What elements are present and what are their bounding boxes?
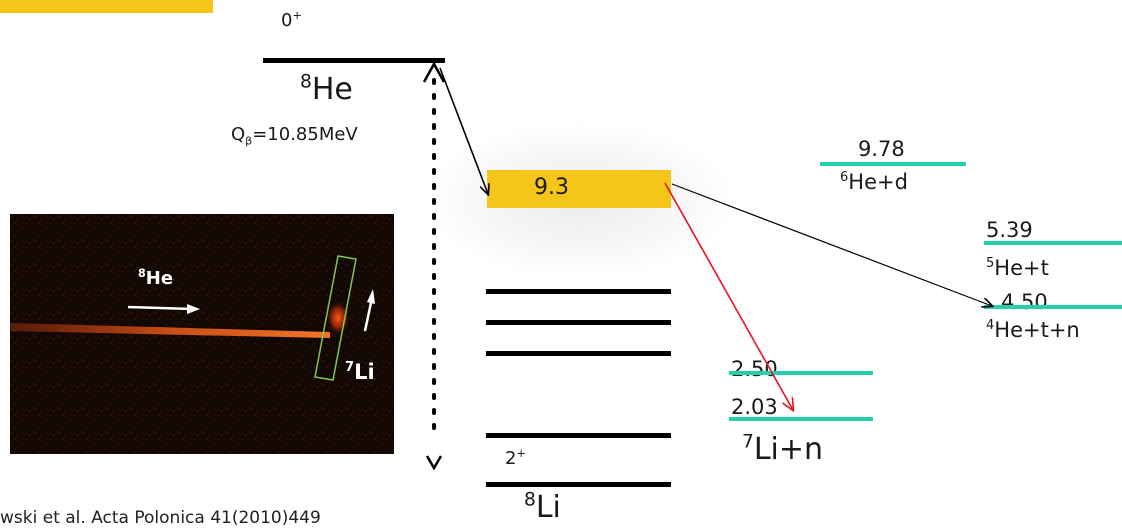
li8-level-2 — [486, 320, 671, 325]
decay-arrow-to-li7n — [664, 182, 793, 410]
beam-track — [10, 323, 330, 338]
threshold-li7n-upper-line — [729, 371, 873, 375]
dotted-line-top-chevron — [422, 61, 446, 83]
state-band-label: 9.3 — [534, 175, 569, 200]
threshold-li7n-label: 7Li+n — [742, 431, 824, 467]
li8-ground-spin-label: 2+ — [505, 447, 526, 469]
reaction-spot — [327, 302, 349, 334]
threshold-he5t-line — [984, 241, 1122, 245]
detector-track-image: 8He 7Li — [10, 214, 394, 454]
reference-citation: wski et al. Acta Polonica 41(2010)449 — [0, 508, 321, 528]
li8-level-3 — [486, 351, 671, 356]
daughter-nucleus-label: 8Li — [524, 489, 561, 525]
threshold-he6d-line — [820, 162, 966, 166]
li8-level-1 — [486, 289, 671, 294]
parent-nucleus-label: 8He — [300, 71, 353, 107]
threshold-li7n-lower-line — [729, 417, 873, 421]
threshold-he4tn-label: 4He+t+n — [986, 317, 1080, 342]
product-direction-arrow — [363, 297, 374, 332]
threshold-he6d-energy: 9.78 — [858, 137, 905, 161]
parent-level-line — [263, 58, 445, 63]
dotted-line-bottom-chevron — [425, 455, 443, 471]
beam-arrow-head — [187, 304, 200, 314]
beta-decay-arrow — [439, 67, 488, 194]
threshold-li7n-energy-lower: 2.03 — [731, 395, 778, 419]
photo-product-label: 7Li — [345, 359, 375, 384]
track-image-svg — [10, 214, 394, 454]
parent-spin-label: 0+ — [281, 9, 302, 31]
threshold-he4tn-energy: 4.50 — [1001, 290, 1048, 314]
selection-box — [314, 255, 357, 381]
threshold-he6d-label: 6He+d — [840, 169, 908, 194]
threshold-he4tn-line — [984, 305, 1122, 309]
product-arrow-head — [367, 289, 375, 304]
li8-level-4 — [486, 433, 671, 438]
beam-direction-arrow — [127, 305, 193, 311]
q-beta-label: Qβ=10.85MeV — [231, 124, 358, 148]
photo-beam-label: 8He — [138, 267, 174, 289]
top-highlight-bar — [0, 0, 213, 13]
decay-arrow-to-he4tn — [671, 183, 992, 306]
threshold-he5t-label: 5He+t — [986, 255, 1049, 280]
state-band-9-3 — [487, 170, 671, 208]
threshold-he5t-energy: 5.39 — [986, 218, 1033, 242]
li8-ground-level — [486, 482, 671, 487]
